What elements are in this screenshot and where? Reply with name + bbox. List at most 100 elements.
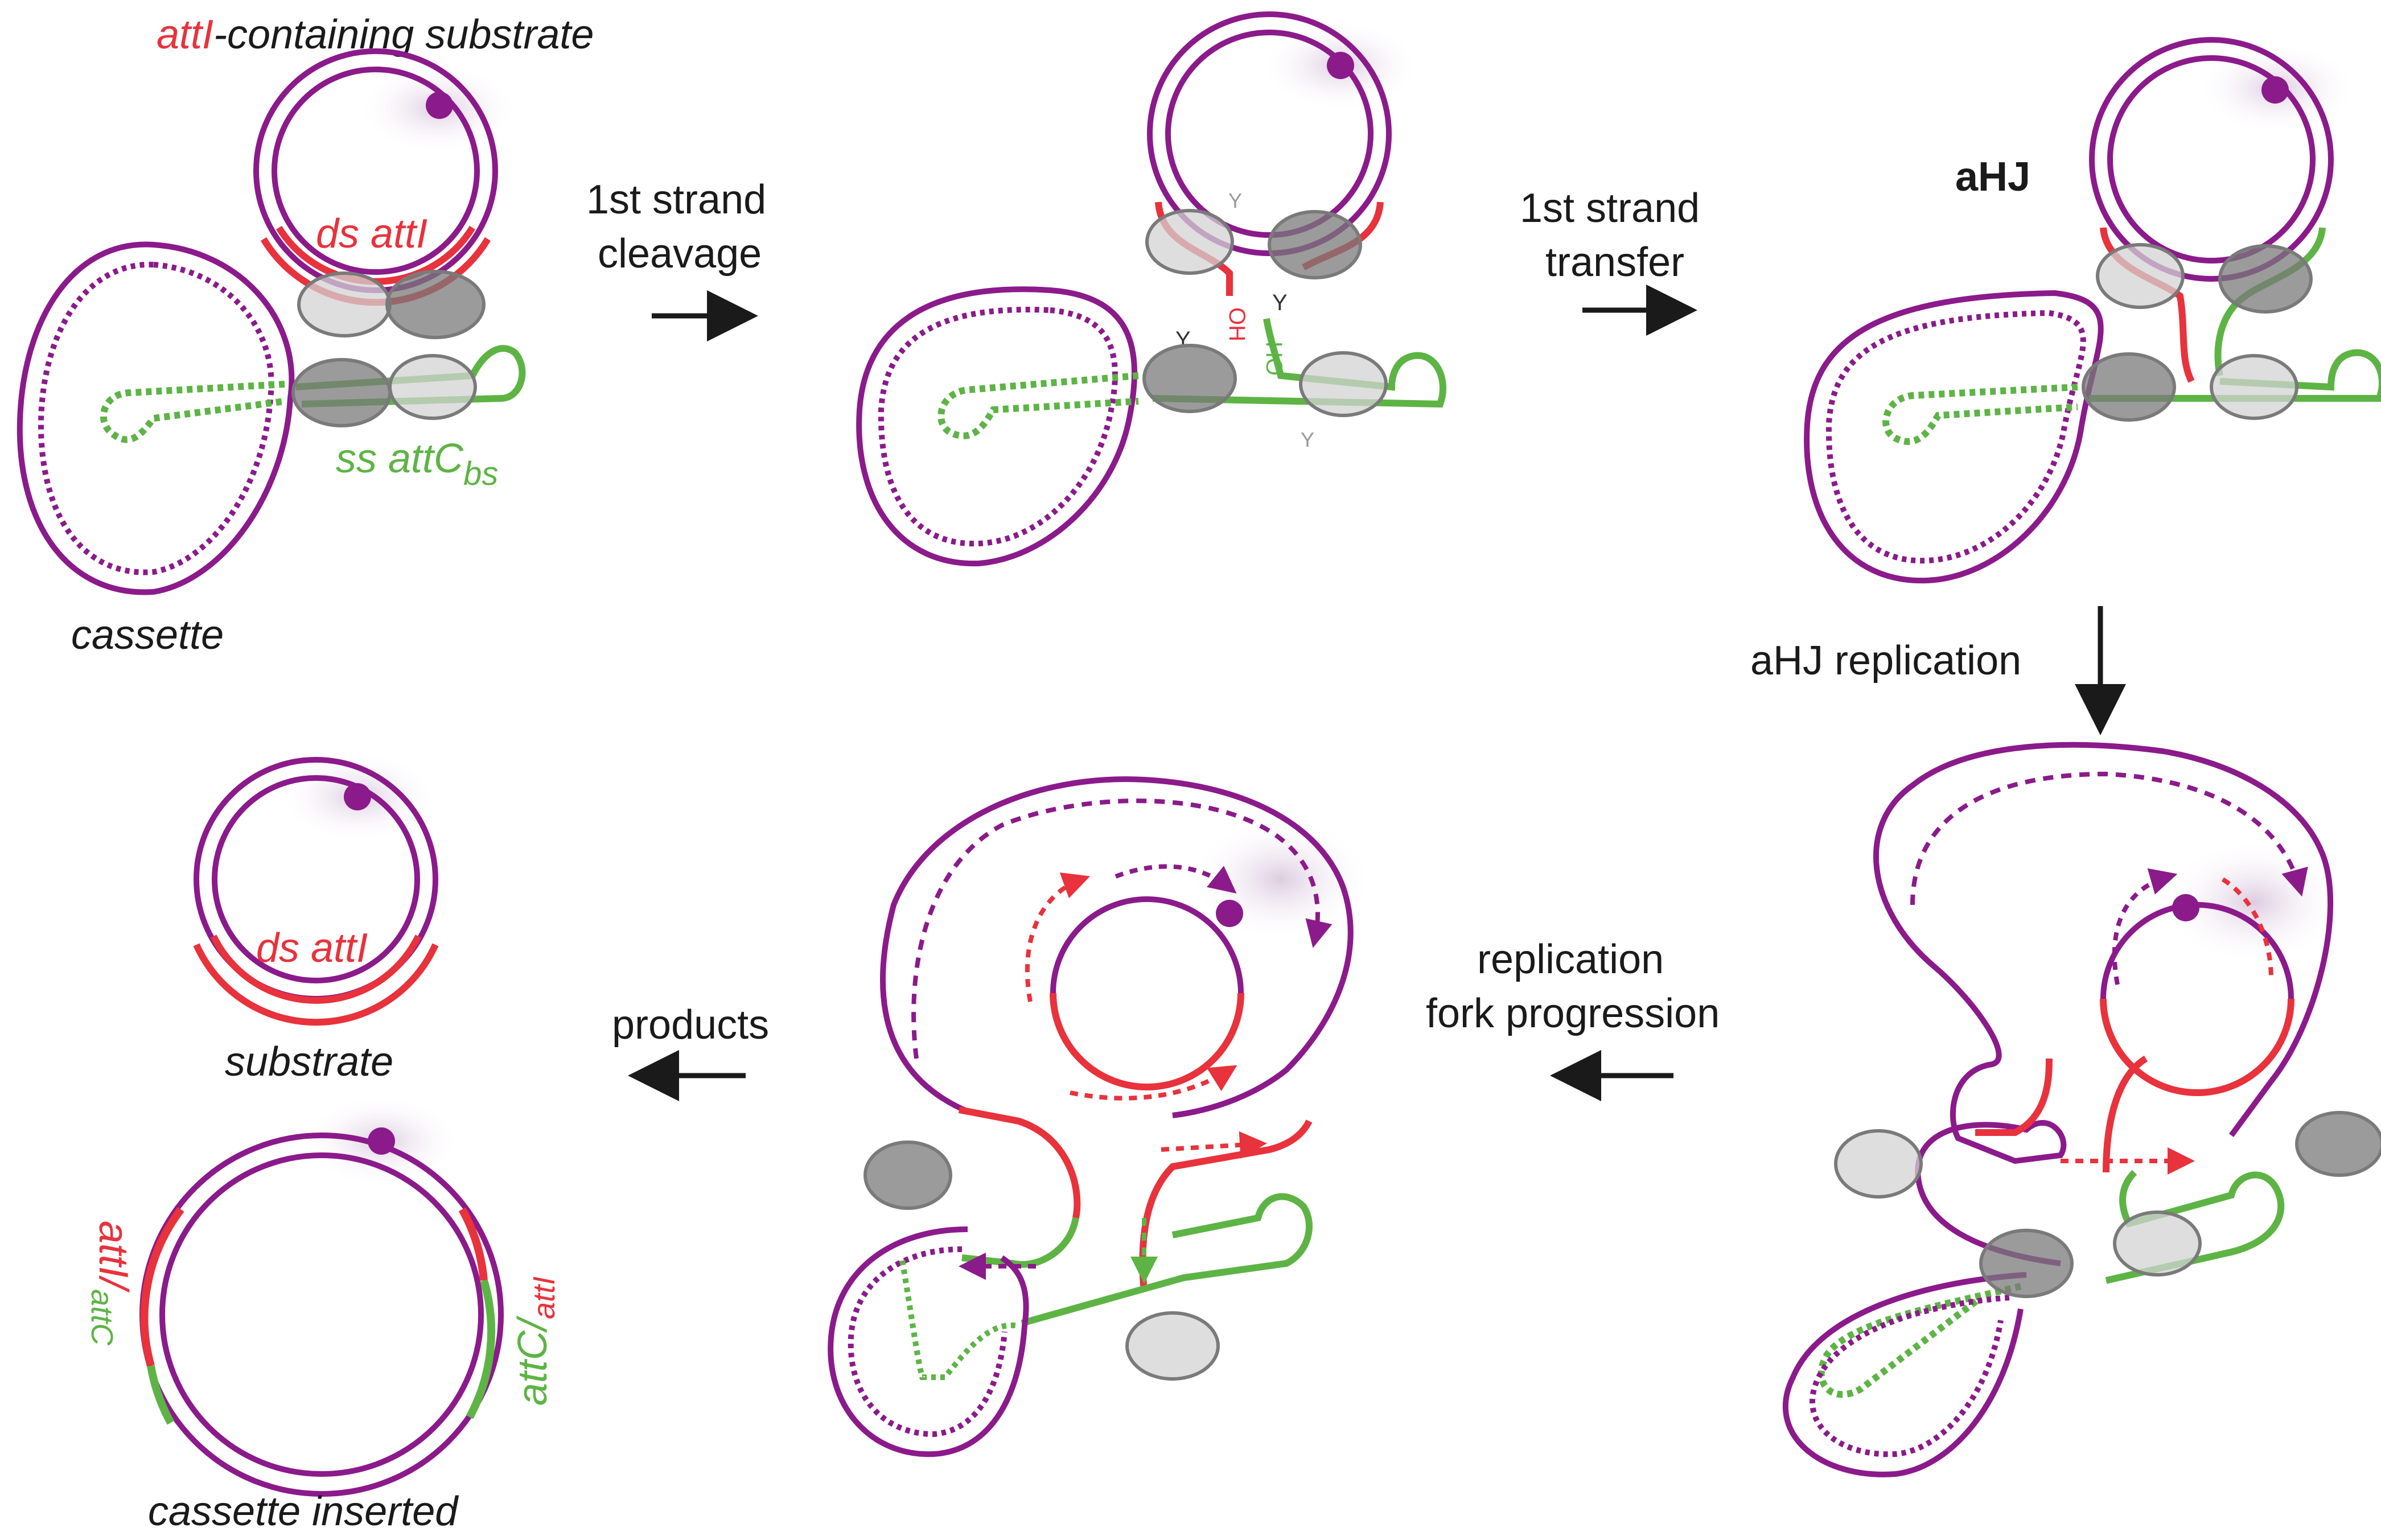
attc-hairpin-cassette-3 [1882,384,2078,445]
ahj-attc-cassette [1817,1283,2022,1398]
integrase-free-dark [2295,1111,2381,1177]
fork-nascent-bottom [1070,1065,1237,1101]
ds-attl-label: ds attI [316,211,427,257]
substrate-inner-strand [272,67,480,275]
integrase-dark-3 [2218,244,2313,314]
tyrosine-label-4: Y [1301,428,1314,451]
cassette-inner-3 [1825,310,2086,564]
step2-label-line1: 1st strand [1520,186,1700,231]
integrase-dark-attc-2 [1142,344,1237,413]
product-ds-attl-label: ds attI [256,925,368,971]
cassette-label: cassette [71,612,224,658]
fork-outer-loop [880,776,1354,1118]
integrase-dark-attc-3 [2082,352,2176,422]
step1-label-line1: 1st strand [586,177,766,223]
tyrosine-label-1: Y [1228,189,1242,212]
integrase-light-3 [2096,243,2185,309]
fork-nascent-right [1161,1131,1267,1159]
integrase-light-attc-3 [2210,354,2298,420]
product-substrate-inner [212,775,420,983]
attc-hairpin-bs [295,345,526,407]
step5-label: products [612,1002,769,1048]
substrate-inner-strand-2 [1165,30,1374,238]
panel-ahj-replication [1783,742,2381,1477]
cassette-inserted-label: cassette inserted [148,1489,459,1534]
tyrosine-label-2: Y [1272,290,1288,315]
step1-label-line2: cleavage [598,231,762,277]
ahj-attl-left-arm [1975,1058,2053,1136]
ahj-attl-right-arm [2103,1055,2148,1173]
integrase-light-attc-2 [1299,351,1388,417]
inserted-attc-right [466,1279,496,1419]
fork-integrase-dark [863,1140,952,1210]
step-ahj-replication: aHJ replication [1750,606,2126,735]
fork-cassette-outer [828,1226,1029,1457]
origin-dot [426,92,453,119]
substrate-label: substrate [225,1039,393,1085]
panel-fork-progression [828,776,1372,1457]
cassette-outer-strand [17,241,295,595]
inserted-attl-right [458,1207,488,1281]
left-junction-label: attI/attC [85,1221,136,1346]
fork-nascent-inner-purple [1115,864,1237,893]
step4-label-line2: fork progression [1426,991,1720,1036]
product-attl-inner [210,934,422,1004]
ahj-attl-site [2100,998,2294,1096]
fork-attl-left-arm [958,1106,1081,1219]
panel-cleavage: Y Y Y Y OH HO [856,11,1446,567]
ahj-outer-loop [1873,742,2334,1266]
step4-label-line1: replication [1477,937,1664,982]
fork-attc-left-arm [961,1217,1079,1268]
step-products: products [612,1002,769,1101]
attc-hairpin-bs-2 [1152,318,1446,408]
fork-cassette-inner [848,1246,1007,1438]
origin-dot-4 [2172,894,2199,921]
inserted-inner-strand [159,1152,484,1477]
origin-dot-5 [1216,900,1243,927]
right-junction-label: attC/attI [510,1277,561,1406]
step-fork-progression: replication fork progression [1426,937,1720,1101]
integrase-bound-dark [1979,1229,2074,1298]
step-transfer: 1st strand transfer [1520,186,1700,336]
integrase-monomer-light-attc [388,354,477,420]
nascent-strand-outer [1910,771,2308,905]
attl-substrate-title: attI-containing substrate [157,12,594,57]
ahj-attc-hairpin [2105,1170,2285,1284]
step2-label-line2: transfer [1545,240,1684,285]
hydroxyl-red: OH [1224,307,1249,341]
integrase-free-light [1834,1129,1923,1199]
inserted-outer-strand [139,1133,504,1497]
product-attl-outer [193,943,439,1026]
cassette-outer-2 [856,286,1138,567]
panel-ahj: aHJ [1804,37,2381,584]
step-cleavage: 1st strand cleavage [586,177,766,341]
fork-nascent-inner-red [1025,872,1091,1002]
integrase-monomer-dark-attc [291,358,392,427]
origin-dot-6 [344,783,371,810]
integrase-monomer-dark [385,270,486,339]
step3-label: aHJ replication [1750,638,2021,683]
ahj-label: aHJ [1955,154,2030,200]
fork-integrase-light [1125,1311,1220,1381]
integrase-bound-light [2113,1210,2202,1277]
fork-attc-hairpin [1021,1193,1313,1327]
origin-dot-3 [2261,76,2289,104]
cassette-outer-3 [1804,290,2104,584]
fork-attc-cassette [899,1260,1019,1380]
cassette-inner-2 [878,307,1118,547]
ss-attc-label: ss attCbs [336,436,498,492]
panel-products: ds attI substrate attI/attC attC/attI ca… [85,751,561,1534]
substrate-outer-3 [2089,37,2334,282]
attc-hairpin-bs-3 [2089,349,2381,402]
attc-hairpin-cassette [100,381,285,443]
integrase-light-2 [1145,209,1234,275]
substrate-inner-3 [2107,55,2316,263]
origin-dot-2 [1327,52,1354,79]
cassette-inner-strand [38,261,274,575]
attc-hairpin-cassette-2 [937,372,1139,439]
inserted-attl-left [140,1207,184,1367]
ahj-cassette-outer [1783,1272,2027,1477]
panel-initial-complex: attI-containing substrate ds attI ss att… [17,12,594,658]
integrase-monomer-light [297,271,392,337]
